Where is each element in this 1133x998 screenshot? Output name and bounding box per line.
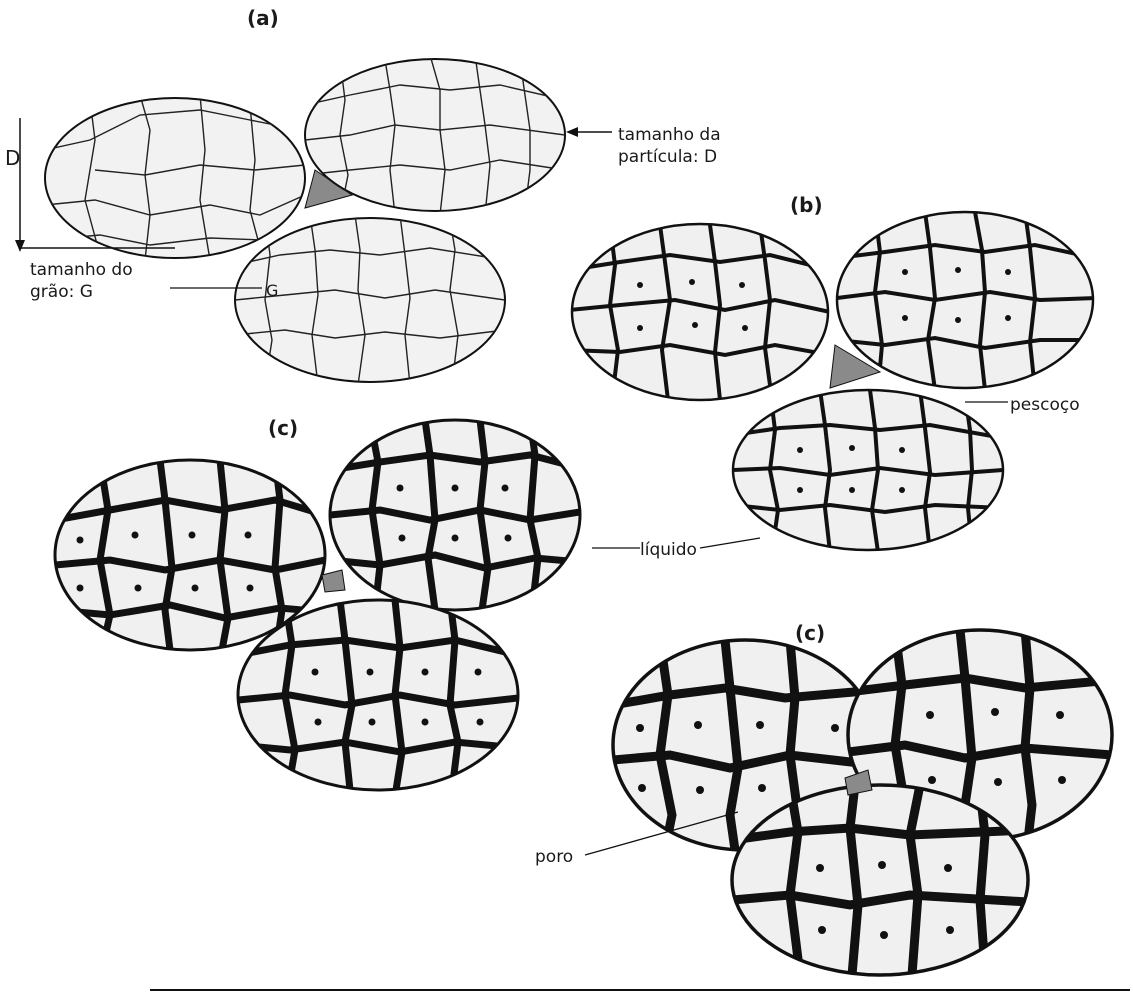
particle-size-label-line2: partícula: D [618, 147, 717, 167]
particle [45, 95, 305, 260]
particle-size-label-line1: tamanho da [618, 125, 721, 145]
panel-c-final: (c) [535, 621, 1112, 975]
liquid-label: líquido [640, 540, 697, 560]
panel-c2-label: (c) [795, 621, 825, 645]
pore-region [322, 570, 345, 592]
particle-size-symbol: D [5, 146, 20, 170]
particle [733, 390, 1003, 552]
pore-label: poro [535, 847, 573, 867]
particle [55, 460, 325, 650]
arrow-head [15, 240, 25, 252]
particle [570, 224, 830, 400]
liquid-leader [700, 538, 760, 548]
arrow-head [566, 127, 578, 137]
panel-a-label: (a) [247, 6, 279, 30]
panel-b-label: (b) [790, 193, 823, 217]
particle [732, 785, 1028, 975]
particle [837, 212, 1095, 390]
neck-label: pescoço [1010, 395, 1080, 415]
particle [330, 420, 580, 610]
grain-size-label-line1: tamanho do [30, 260, 133, 280]
panel-c1-label: (c) [268, 416, 298, 440]
grain-size-symbol: G [266, 281, 278, 300]
particle [238, 600, 518, 790]
grain-size-label-line2: grão: G [30, 282, 93, 302]
panel-b: (b) [570, 193, 1095, 552]
particle [235, 215, 505, 385]
